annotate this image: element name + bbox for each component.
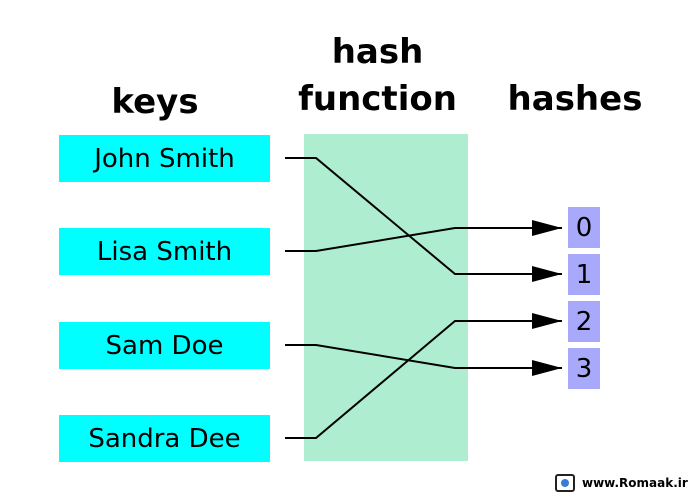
watermark-text: www.Romaak.ir — [582, 476, 688, 490]
hash-box-2: 2 — [568, 301, 600, 342]
computer-logo-icon — [555, 474, 575, 492]
key-box-sam-doe: Sam Doe — [59, 322, 270, 369]
hash-function-box — [304, 134, 468, 461]
key-box-lisa-smith: Lisa Smith — [59, 228, 270, 275]
arrow-lisa-smith-to-0 — [285, 220, 562, 252]
hashes-heading: hashes — [507, 79, 643, 119]
hash-box-3: 3 — [568, 348, 600, 389]
arrow-john-smith-to-1 — [285, 157, 562, 282]
keys-heading: keys — [111, 82, 199, 122]
key-box-john-smith: John Smith — [59, 135, 270, 182]
hash-box-1: 1 — [568, 254, 600, 295]
arrow-sandra-dee-to-2 — [285, 313, 562, 439]
watermark: www.Romaak.ir — [555, 472, 688, 494]
hash-box-0: 0 — [568, 207, 600, 248]
hash-function-heading-line2: function — [298, 79, 457, 119]
key-box-sandra-dee: Sandra Dee — [59, 415, 270, 462]
hash-function-heading-line1: hash — [331, 32, 424, 72]
arrow-sam-doe-to-3 — [285, 344, 562, 376]
